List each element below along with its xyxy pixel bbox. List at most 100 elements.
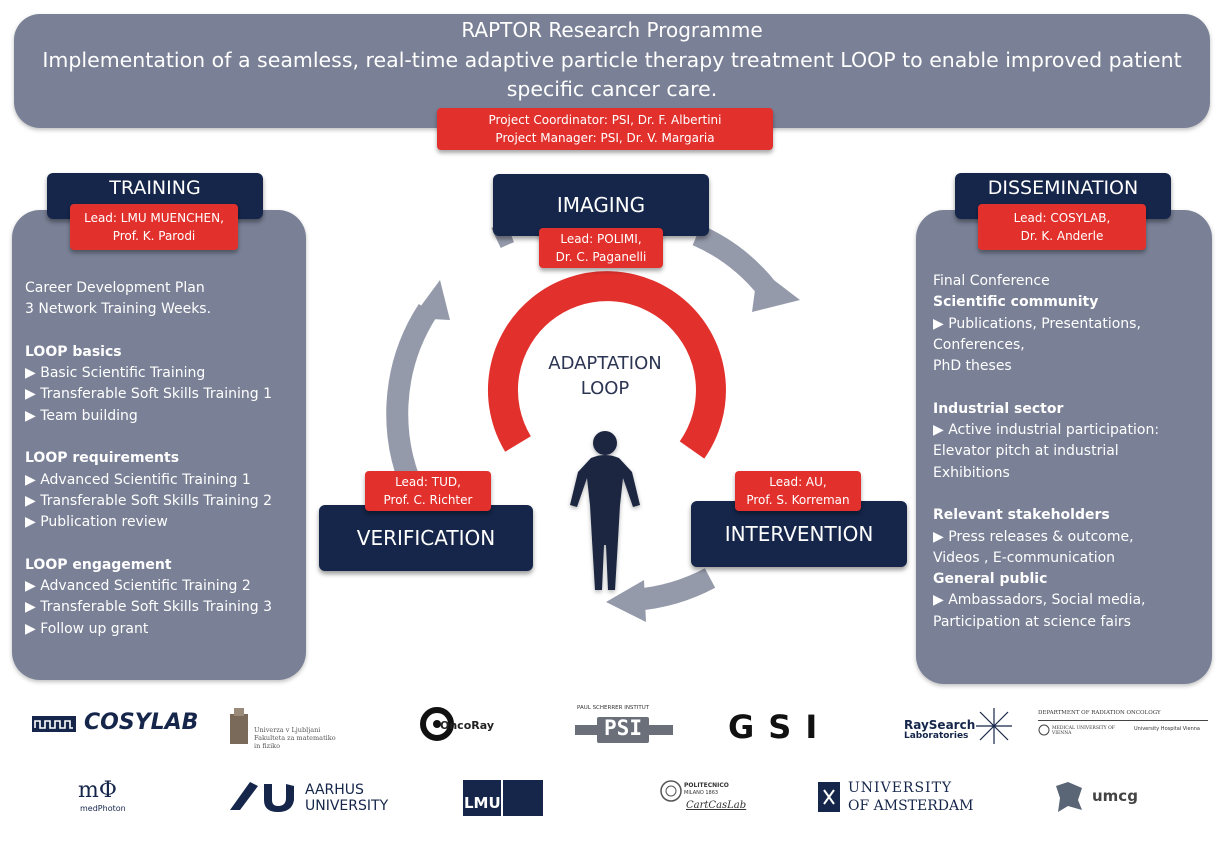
adaptation-label-1: ADAPTATION [548,353,661,374]
page-title: RAPTOR Research Programme [461,18,763,42]
aarhus-logo: AARHUS UNIVERSITY [228,776,393,816]
dissemination-line: ▶ Ambassadors, Social media, [933,592,1146,609]
training-line: Career Development Plan [25,280,205,296]
training-line: 3 Network Training Weeks. [25,301,212,318]
raysearch-text-2: Laboratories [904,731,969,741]
oncoray-logo: OncoRay [420,705,530,747]
training-line [25,534,272,555]
training-line: ▶ Advanced Scientific Training 1 [25,471,251,488]
adaptation-ring [487,271,726,459]
ljubljana-text-1: Univerza v Ljubljani [254,726,321,734]
uva-text-2: OF AMSTERDAM [848,798,974,814]
polimi-text-1: POLITECNICO [684,782,729,789]
training-list: Career Development Plan 3 Network Trainin… [25,278,272,640]
psi-text: PSI [604,716,642,740]
uva-text-1: UNIVERSITY [848,780,953,796]
vienna-logo: DEPARTMENT OF RADIATION ONCOLOGY MEDICAL… [1038,710,1210,744]
dissemination-line: Conferences, [933,336,1025,353]
training-line: LOOP basics [25,343,122,360]
dissemination-lead-box: Lead: COSYLAB, Dr. K. Anderle [978,204,1146,250]
training-lead-line1: Lead: LMU MUENCHEN, [84,211,224,225]
psi-top-text: PAUL SCHERRER INSTITUT [577,705,650,711]
intervention-lead-line2: Prof. S. Korreman [746,493,850,507]
verification-box: VERIFICATION [319,505,533,571]
umcg-text: umcg [1092,787,1138,805]
training-line: ▶ Follow up grant [25,620,149,637]
dissemination-line: Final Conference [933,273,1050,289]
vienna-top-text: DEPARTMENT OF RADIATION ONCOLOGY [1038,710,1161,716]
arrowhead-1 [752,268,800,312]
dissemination-line: ▶ Active industrial participation: [933,422,1160,439]
ljubljana-logo: Univerza v Ljubljani Fakulteta za matema… [228,708,348,750]
gsi-text: GSI [728,708,832,746]
medphoton-logo: mΦ medPhoton [78,778,148,818]
ljubljana-text-2: Fakulteta za matematiko [254,734,336,742]
intervention-title: INTERVENTION [724,522,874,546]
umcg-logo: umcg [1052,780,1147,818]
manager-text: Project Manager: PSI, Dr. V. Margaria [495,131,715,145]
vienna-text-1: MEDICAL UNIVERSITY OF VIENNA [1052,726,1115,736]
dissemination-line: Exhibitions [933,464,1010,481]
dissemination-line: PhD theses [933,358,1012,375]
oncoray-ring-icon [420,707,454,741]
training-line: ▶ Advanced Scientific Training 2 [25,578,251,595]
dissemination-line: Participation at science fairs [933,613,1131,630]
dissemination-title-text: DISSEMINATION [987,177,1139,199]
psi-box [597,717,649,743]
uva-crest-icon [823,789,835,805]
training-line: ▶ Transferable Soft Skills Training 3 [25,599,273,616]
vienna-seal-icon [1038,724,1050,736]
raysearch-logo: RaySearch Laboratories [904,706,1014,746]
vienna-text-2: University Hospital Vienna [1134,726,1200,732]
dissemination-line: Relevant stakeholders [933,507,1110,524]
raysearch-star-icon [976,708,1012,744]
verification-lead-line1: Lead: TUD, [395,475,461,489]
lmu-box-left [463,780,501,816]
imaging-lead-box: Lead: POLIMI, Dr. C. Paganelli [539,228,663,268]
uva-logo: UNIVERSITY OF AMSTERDAM [818,780,988,818]
verification-title: VERIFICATION [356,526,496,550]
dissemination-lead-line2: Dr. K. Anderle [1020,229,1104,243]
dissemination-line: General public [933,571,1048,588]
gsi-logo: GSI [728,708,853,746]
polimi-text-2: MILANO 1863 [684,790,719,796]
cosylab-text: COSYLAB [84,710,199,735]
cosylab-logo: COSYLAB [32,710,198,740]
aarhus-symbol-icon [230,782,294,812]
aarhus-text-2: UNIVERSITY [305,798,389,814]
aarhus-text-1: AARHUS [305,782,364,798]
dissemination-line: ▶ Press releases & outcome, [933,528,1134,545]
oncoray-text: OncoRay [440,719,494,732]
arrowhead-2 [606,580,646,622]
dissemination-line [933,377,1159,398]
training-panel [12,210,306,680]
training-line: ▶ Publication review [25,514,168,531]
human-figure-icon [570,431,640,590]
training-line: LOOP engagement [25,556,172,573]
training-line [25,321,272,342]
dissemination-line [933,484,1159,505]
training-line [25,427,272,448]
intervention-box: INTERVENTION [691,501,907,567]
dissemination-panel [916,210,1212,684]
verification-lead-line2: Prof. C. Richter [383,493,473,507]
polimi-seal-icon [660,780,682,802]
imaging-title: IMAGING [556,193,646,217]
lmu-logo: LMU [463,780,543,816]
cosylab-wave-icon [32,716,76,732]
imaging-box: IMAGING [493,174,709,236]
medphoton-text: medPhoton [80,804,126,813]
imaging-lead-line2: Dr. C. Paganelli [555,250,647,264]
raysearch-text-1: RaySearch [904,718,976,732]
psi-logo: PAUL SCHERRER INSTITUT PSI [575,705,673,745]
lmu-text: LMU [464,794,501,812]
ljubljana-text-3: in fiziko [254,742,281,750]
imaging-lead-line1: Lead: POLIMI, [560,232,642,246]
intervention-lead-line1: Lead: AU, [769,475,827,489]
coordinator-box: Project Coordinator: PSI, Dr. F. Alberti… [437,108,773,150]
training-line: ▶ Transferable Soft Skills Training 2 [25,492,273,509]
adaptation-label-2: LOOP [581,378,630,399]
dissemination-line: Videos , E-communication [933,549,1116,566]
verification-lead-box: Lead: TUD, Prof. C. Richter [365,471,491,511]
